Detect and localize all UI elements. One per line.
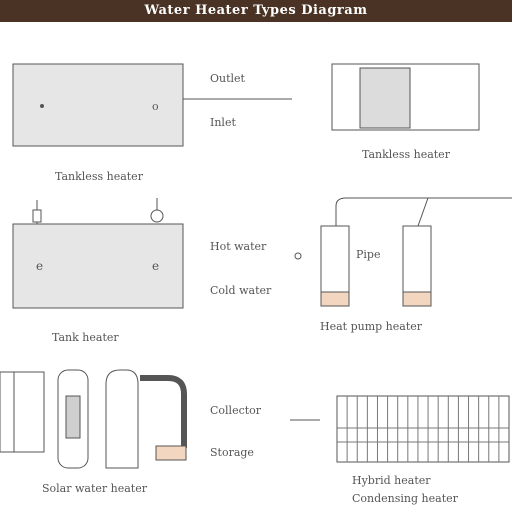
- tank-valve-right: [151, 210, 163, 222]
- solar-tank-core: [66, 396, 80, 438]
- tank-unit-mark-left: e: [36, 259, 43, 273]
- solar-frame-left: [0, 372, 44, 452]
- solar-pipe-bend: [140, 378, 184, 448]
- label-pump-pipe: Pipe: [356, 248, 380, 261]
- label-solar-collector: Collector: [210, 404, 262, 417]
- pump-cylinder-right-base: [403, 292, 431, 306]
- caption-row1-left: Tankless heater: [55, 170, 144, 183]
- caption-hybrid-1: Hybrid heater: [352, 474, 431, 487]
- solar-arch: [106, 370, 138, 468]
- solar-base: [156, 446, 186, 460]
- caption-hybrid-2: Condensing heater: [352, 492, 459, 505]
- label-solar-storage: Storage: [210, 446, 254, 459]
- label-tank-hot: Hot water: [210, 240, 267, 253]
- tank-unit-mark-right: e: [152, 259, 159, 273]
- caption-tank: Tank heater: [52, 331, 119, 344]
- pump-pipe-path: [336, 198, 512, 228]
- tankless-unit-knob-right: o: [152, 100, 159, 113]
- label-tank-cold: Cold water: [210, 284, 272, 297]
- collector-frame: [337, 396, 509, 462]
- label-tank-outlet: Outlet: [210, 72, 246, 85]
- pump-fitting: [295, 253, 301, 259]
- tankless-unit-knob-left: [40, 104, 44, 108]
- label-tank-inlet: Inlet: [210, 116, 236, 129]
- caption-pump: Heat pump heater: [320, 320, 423, 333]
- pump-pipe-drop: [418, 198, 428, 226]
- tankless-side-panel: [360, 68, 410, 128]
- pump-cylinder-left-base: [321, 292, 349, 306]
- collector-grid: [337, 396, 509, 462]
- caption-solar: Solar water heater: [42, 482, 148, 495]
- tank-valve-left: [33, 210, 41, 222]
- caption-tankless: Tankless heater: [362, 148, 451, 161]
